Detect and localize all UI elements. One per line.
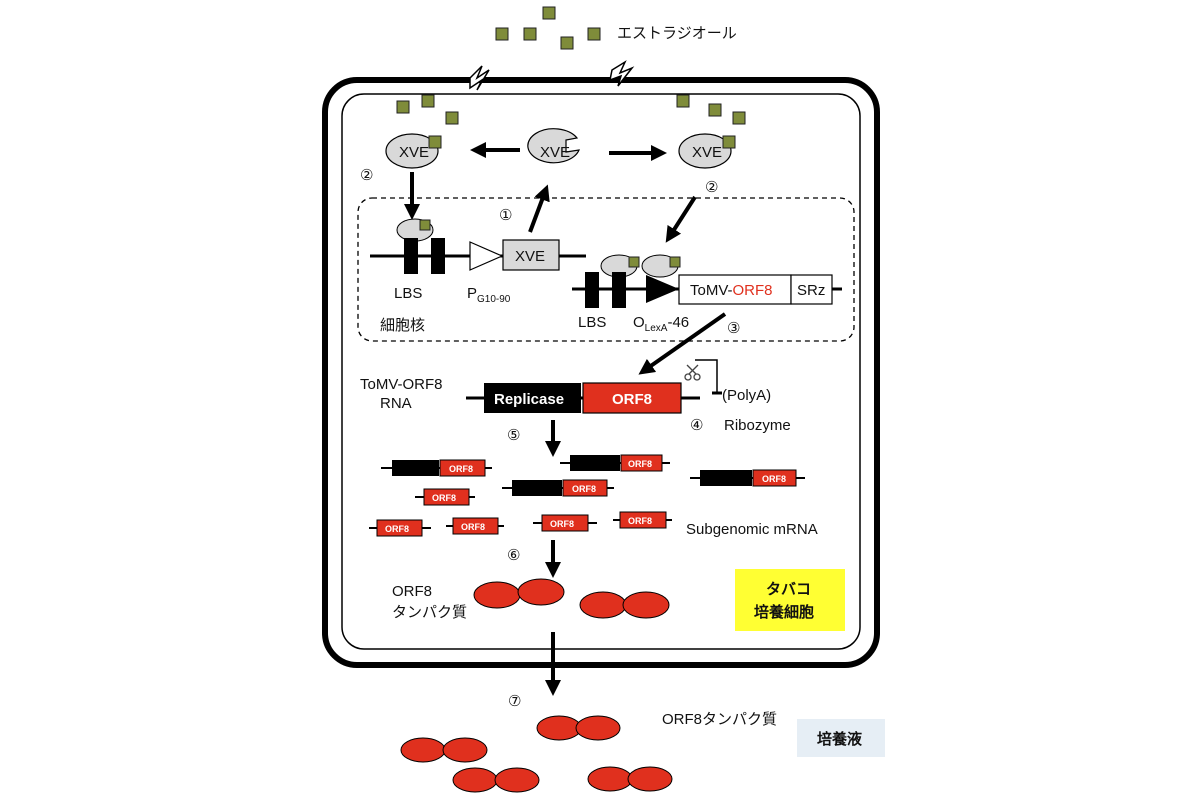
secreted-dimer-1 [536, 715, 621, 741]
entry-bolt-left [469, 65, 490, 91]
xve-label-right: XVE [692, 144, 722, 161]
step-2-left: ② [360, 167, 373, 184]
xve-label-center: XVE [540, 144, 570, 161]
step-1: ① [499, 207, 512, 224]
nucleus-boundary [357, 197, 855, 342]
subgenomic-rna-5: ORF8 [613, 511, 672, 529]
subgenomic-rna-3: ORF8 [446, 517, 504, 535]
svg-text:ORF8: ORF8 [572, 484, 596, 494]
promoter-g10-90 [469, 241, 504, 271]
full-rna-2: ORF8 [560, 454, 670, 472]
xve-gene-label: XVE [515, 248, 545, 265]
lbs-block-left-2 [431, 238, 445, 274]
full-rna-1: ORF8 [381, 459, 492, 477]
svg-text:ORF8: ORF8 [628, 516, 652, 526]
xve-bound-right: XVE [678, 133, 736, 169]
xve-free-center: XVE [527, 128, 580, 164]
lbs-block-right-1 [585, 272, 599, 308]
xve-gene-box [502, 239, 560, 271]
svg-text:ORF8: ORF8 [550, 519, 574, 529]
svg-text:ORF8: ORF8 [628, 459, 652, 469]
svg-text:ORF8: ORF8 [461, 522, 485, 532]
tobacco-label-line1: タバコ [766, 581, 811, 598]
subgenomic-label: Subgenomic mRNA [686, 521, 818, 538]
orf8-protein-dimer-1 [473, 578, 565, 609]
entry-bolt-right [609, 60, 635, 87]
orf8-protein-dimer-2 [579, 591, 670, 619]
replicase-box [484, 383, 581, 413]
replicase-label: Replicase [494, 391, 564, 408]
step-4: ④ [690, 417, 703, 434]
medium-box [797, 719, 885, 757]
step-2-right: ② [705, 179, 718, 196]
subgenomic-rna-4: ORF8 [533, 514, 597, 532]
arrow-transcription [638, 312, 727, 375]
nucleus-label: 細胞核 [380, 317, 425, 334]
promoter-label: PG10-90 [467, 285, 511, 305]
xve-label-left: XVE [399, 144, 429, 161]
promoter-lexa-46 [646, 275, 679, 303]
subgenomic-rna-1: ORF8 [415, 488, 475, 506]
xve-on-lbs-left [396, 218, 434, 242]
step-7: ⑦ [508, 693, 521, 710]
estradiol-label: エストラジオール [617, 25, 737, 42]
xve-on-lbs-right-2 [641, 254, 681, 278]
arrow-right-down [665, 195, 697, 243]
subgenomic-rna-2: ORF8 [369, 519, 431, 537]
svg-text:ORF8: ORF8 [385, 524, 409, 534]
cell-membrane [341, 93, 861, 650]
rna-label-line1: ToMV-ORF8 [360, 376, 443, 393]
svg-text:ORF8: ORF8 [449, 464, 473, 474]
secreted-dimer-2 [400, 737, 488, 763]
rna-label-line2: RNA [380, 395, 412, 412]
full-rna-4: ORF8 [690, 469, 805, 487]
ribozyme-label: Ribozyme [724, 417, 791, 434]
srz-label: SRz [797, 282, 825, 299]
lbs-block-right-2 [612, 272, 626, 308]
estradiol-molecules [495, 6, 601, 50]
orf8-label: ORF8 [612, 391, 652, 408]
orf8-box [582, 382, 682, 414]
scissors-icon [684, 364, 701, 381]
secreted-dimer-3 [452, 767, 540, 793]
protein-label-line2: タンパク質 [392, 603, 467, 621]
tomv-orf8-label: ToMV-ORF8 [690, 282, 773, 299]
lbs-label-left: LBS [394, 285, 422, 302]
full-rna-3: ORF8 [502, 479, 614, 497]
operator-label: OLexA-46 [633, 314, 689, 334]
lbs-label-right: LBS [578, 314, 606, 331]
tomv-orf8-box [678, 274, 792, 305]
arrow-step1-up [528, 184, 550, 233]
protein-label-line1: ORF8 [392, 583, 432, 600]
svg-text:ORF8: ORF8 [762, 474, 786, 484]
lbs-block-left-1 [404, 238, 418, 274]
secreted-dimer-4 [587, 766, 673, 792]
cell-wall [322, 77, 880, 668]
srz-box [790, 274, 833, 305]
svg-text:ORF8: ORF8 [432, 493, 456, 503]
estradiol-inside-left [396, 94, 459, 125]
tobacco-cell-box [735, 569, 845, 631]
tobacco-label-line2: 培養細胞 [754, 603, 814, 621]
secreted-protein-label: ORF8タンパク質 [662, 710, 777, 728]
xve-on-lbs-right-1 [600, 254, 640, 278]
xve-bound-left: XVE [385, 133, 442, 169]
polya-tail [695, 359, 718, 393]
step-3: ③ [727, 320, 740, 337]
estradiol-inside-right [676, 94, 746, 125]
step-5: ⑤ [507, 427, 520, 444]
polya-label: (PolyA) [722, 387, 771, 404]
step-6: ⑥ [507, 547, 520, 564]
medium-label: 培養液 [817, 730, 863, 748]
